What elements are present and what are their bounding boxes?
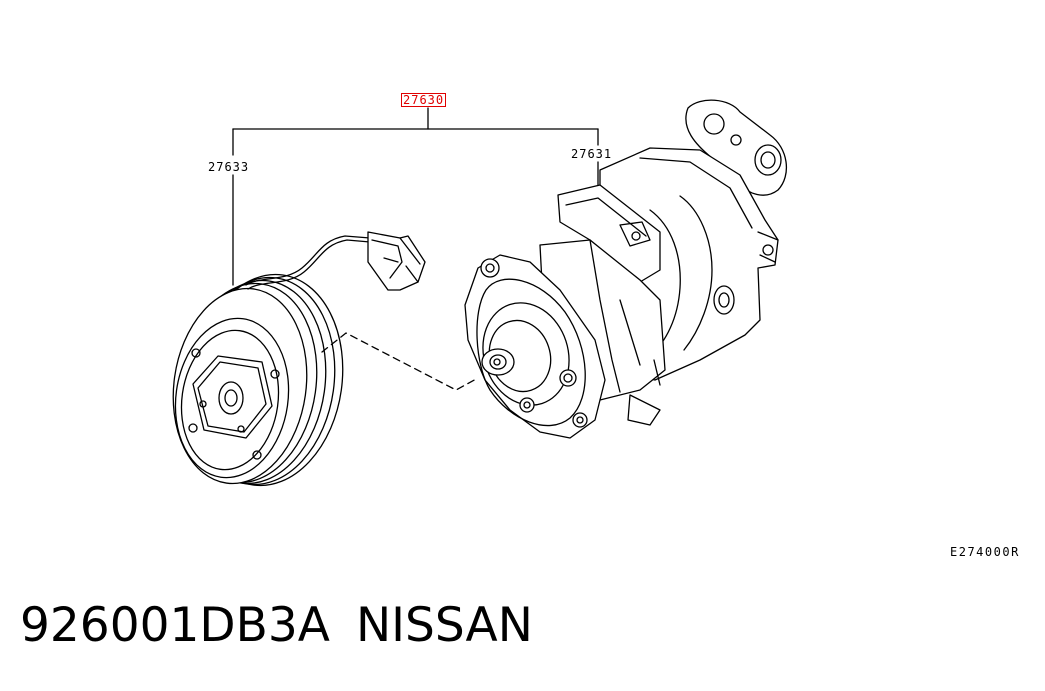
callout-assembly-highlighted[interactable]: 27630 xyxy=(401,93,447,107)
figure-code: E274000R xyxy=(950,545,1020,559)
magnetic-clutch-drawing xyxy=(172,231,426,487)
compressor-drawing xyxy=(464,99,788,439)
callout-clutch[interactable]: 27633 xyxy=(208,160,250,174)
leader-lines xyxy=(232,107,599,286)
brand-caption: NISSAN xyxy=(356,598,533,653)
callout-compressor[interactable]: 27631 xyxy=(571,147,613,161)
alignment-dashed-line xyxy=(321,332,479,391)
part-number-caption: 926001DB3A xyxy=(20,598,330,653)
